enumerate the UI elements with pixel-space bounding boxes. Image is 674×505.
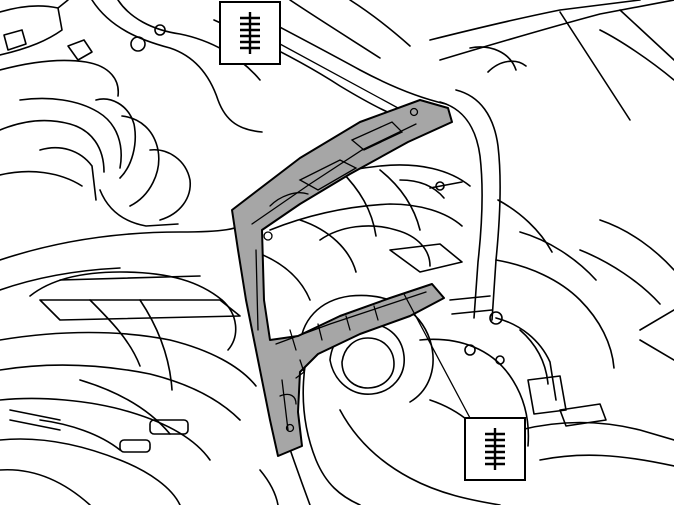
reinforcement-panel-shape xyxy=(231,99,453,457)
weld-symbol-icon xyxy=(240,12,260,54)
upper-callout-leader xyxy=(279,43,399,109)
callout-box-upper xyxy=(219,1,281,65)
weld-symbol-icon xyxy=(485,428,505,470)
callout-box-lower xyxy=(464,417,526,481)
highlighted-reinforcement-panel xyxy=(231,99,453,457)
callout-leaders xyxy=(279,43,471,419)
lower-callout-leader xyxy=(403,293,471,419)
